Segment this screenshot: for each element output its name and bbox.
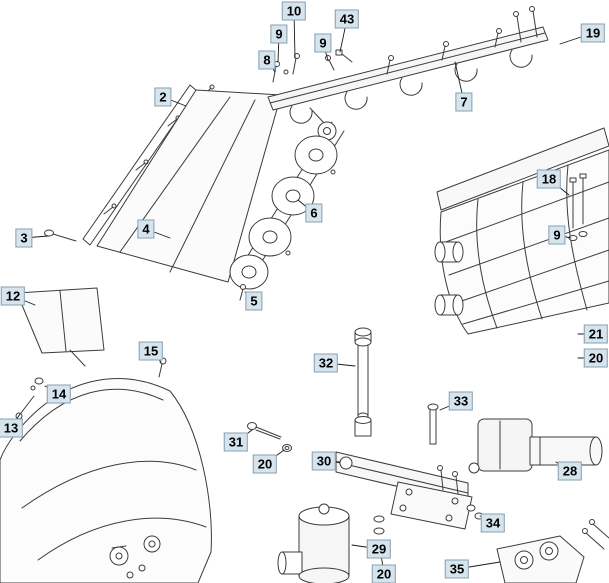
bolt-31-drawing xyxy=(247,422,282,440)
top-fasteners-drawing xyxy=(272,28,502,83)
motor-drawing xyxy=(277,503,350,583)
callout-9[interactable]: 9 xyxy=(548,225,566,245)
callout-number: 8 xyxy=(263,52,271,68)
callout-number: 21 xyxy=(588,326,604,342)
right-bracket-drawing xyxy=(496,519,609,583)
callout-21[interactable]: 21 xyxy=(583,324,609,344)
callout-13[interactable]: 13 xyxy=(0,418,24,438)
callout-28[interactable]: 28 xyxy=(557,461,583,481)
callout-number: 15 xyxy=(143,343,159,359)
washer-14-drawing xyxy=(30,377,44,391)
callout-18[interactable]: 18 xyxy=(536,169,562,189)
wear-strip-drawing xyxy=(82,84,215,246)
callout-number: 10 xyxy=(286,3,302,19)
callout-20[interactable]: 20 xyxy=(371,564,397,583)
callout-2[interactable]: 2 xyxy=(154,87,172,107)
callout-9[interactable]: 9 xyxy=(270,24,288,44)
callout-number: 18 xyxy=(541,171,557,187)
callout-number: 31 xyxy=(228,434,244,450)
callout-35[interactable]: 35 xyxy=(444,559,470,579)
callout-number: 19 xyxy=(585,25,601,41)
washer-20-drawing xyxy=(282,444,292,452)
top-right-bolts-drawing xyxy=(513,6,538,43)
callout-19[interactable]: 19 xyxy=(580,23,606,43)
callout-29[interactable]: 29 xyxy=(366,539,392,559)
callout-14[interactable]: 14 xyxy=(46,384,72,404)
callout-number: 12 xyxy=(5,288,21,304)
actuator-drawing xyxy=(468,418,603,474)
bolt-33-drawing xyxy=(427,403,439,445)
callout-15[interactable]: 15 xyxy=(138,341,164,361)
pivot-pin-drawing xyxy=(354,327,372,420)
callout-number: 2 xyxy=(159,89,167,105)
callout-number: 9 xyxy=(275,26,283,42)
callout-9[interactable]: 9 xyxy=(314,33,332,53)
callout-number: 33 xyxy=(453,393,469,409)
callout-number: 3 xyxy=(20,230,28,246)
callout-number: 28 xyxy=(562,463,578,479)
callout-6[interactable]: 6 xyxy=(305,203,323,223)
center-bracket-drawing xyxy=(335,416,473,530)
callout-number: 29 xyxy=(371,541,387,557)
callout-3[interactable]: 3 xyxy=(15,228,33,248)
callout-12[interactable]: 12 xyxy=(0,286,26,306)
callout-number: 9 xyxy=(319,35,327,51)
callout-number: 20 xyxy=(376,566,392,582)
callout-number: 13 xyxy=(3,420,19,436)
callout-number: 30 xyxy=(316,453,332,469)
callout-33[interactable]: 33 xyxy=(448,391,474,411)
callout-32[interactable]: 32 xyxy=(313,353,339,373)
callout-number: 43 xyxy=(339,11,355,27)
roller-bar-drawing xyxy=(229,121,345,290)
bolt-3-drawing xyxy=(44,229,77,242)
callout-number: 32 xyxy=(318,355,334,371)
callout-number: 4 xyxy=(142,221,150,237)
callout-30[interactable]: 30 xyxy=(311,451,337,471)
deflector-plate-drawing xyxy=(16,287,105,367)
callout-34[interactable]: 34 xyxy=(480,513,506,533)
callout-7[interactable]: 7 xyxy=(455,92,473,112)
callout-number: 5 xyxy=(250,293,258,309)
callout-number: 14 xyxy=(51,386,67,402)
callout-20[interactable]: 20 xyxy=(252,454,278,474)
callout-number: 20 xyxy=(588,350,604,366)
callout-number: 7 xyxy=(460,94,468,110)
bolt-5-drawing xyxy=(239,284,246,301)
callout-number: 34 xyxy=(485,515,501,531)
callout-43[interactable]: 43 xyxy=(334,9,360,29)
callout-8[interactable]: 8 xyxy=(258,50,276,70)
callout-number: 20 xyxy=(257,456,273,472)
callout-31[interactable]: 31 xyxy=(223,432,249,452)
callout-10[interactable]: 10 xyxy=(281,1,307,21)
callout-number: 35 xyxy=(449,561,465,577)
callout-4[interactable]: 4 xyxy=(137,219,155,239)
plow-blade-drawing xyxy=(0,378,212,583)
callout-number: 9 xyxy=(553,227,561,243)
top-bar-drawing xyxy=(267,26,549,125)
callout-5[interactable]: 5 xyxy=(245,291,263,311)
rear-frame-drawing xyxy=(434,127,609,335)
callout-20[interactable]: 20 xyxy=(583,348,609,368)
callout-number: 6 xyxy=(310,205,318,221)
